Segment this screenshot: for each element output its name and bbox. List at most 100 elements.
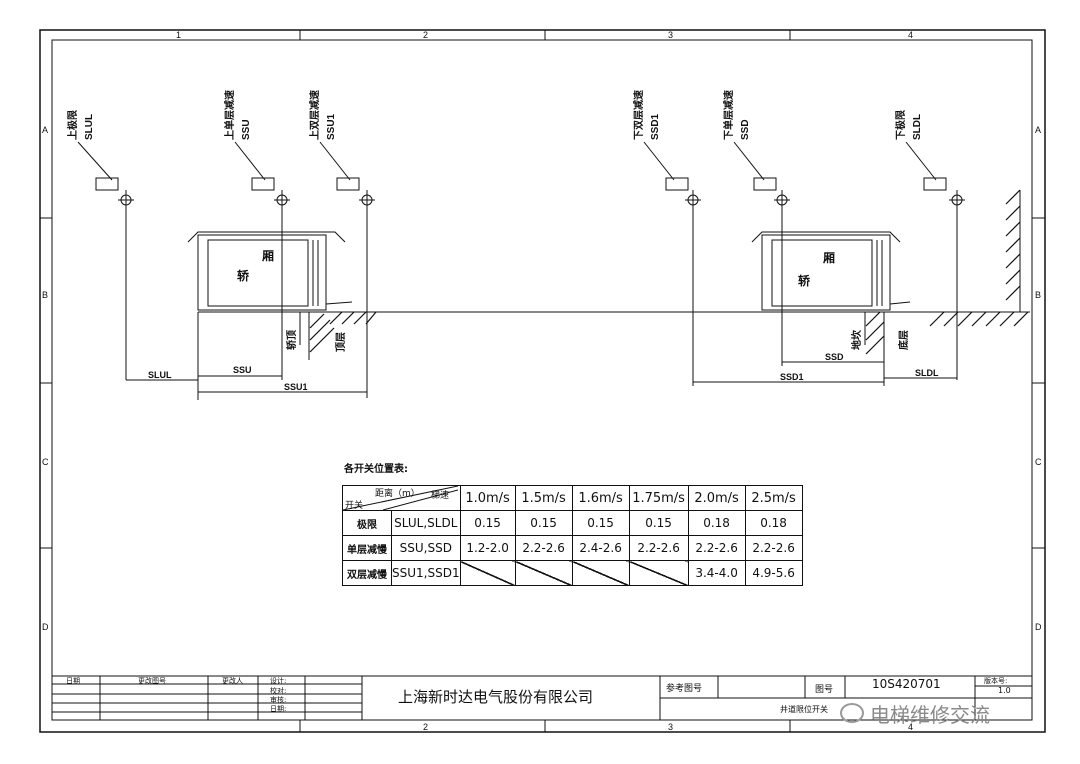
- wechat-icon: [840, 703, 864, 723]
- switch-sldl-cn: 下极限: [894, 109, 907, 140]
- table-cell: 0.15: [628, 510, 689, 536]
- left-car: [126, 205, 377, 400]
- speed-col-2: 1.5m/s: [514, 485, 573, 511]
- table-row: 单层减慢 SSU,SSD 1.2-2.0 2.2-2.6 2.4-2.6 2.2…: [342, 535, 803, 561]
- switch-ssu: 上单层减速 SSU: [223, 90, 290, 208]
- table-cell: 2.2-2.6: [687, 535, 746, 561]
- speed-col-4: 1.75m/s: [628, 485, 689, 511]
- right-car-floor-label: 底层: [897, 330, 910, 350]
- switch-ssu-code: SSU: [241, 119, 252, 140]
- table-row: 双层减慢 SSU1,SSD1 3.4-4.0 4.9-5.6: [342, 560, 803, 586]
- row-name: 单层减慢: [342, 535, 392, 561]
- switch-sldl-code: SLDL: [912, 114, 923, 140]
- row-marker-c-left: C: [42, 457, 49, 467]
- tb-company: 上海新时达电气股份有限公司: [398, 688, 594, 706]
- right-car-label-2: 厢: [823, 251, 835, 265]
- tb-check-label: 校对:: [270, 687, 287, 695]
- dim-ssu1-left: SSU1: [284, 382, 308, 392]
- col-marker-2-bottom: 2: [423, 722, 428, 732]
- switch-ssd1-cn: 下双层减速: [632, 90, 645, 140]
- table-cell: 4.9-5.6: [744, 560, 803, 586]
- table-cell-na: [628, 560, 689, 586]
- speed-col-1: 1.0m/s: [459, 485, 516, 511]
- switch-ssd: 下单层减速 SSD: [722, 90, 790, 208]
- row-marker-d-left: D: [42, 622, 49, 632]
- table-cell-na: [459, 560, 516, 586]
- col-marker-3: 3: [668, 30, 673, 40]
- tb-drawing-no-label: 图号: [815, 685, 834, 695]
- switch-ssd1: 下双层减速 SSD1: [632, 90, 701, 208]
- col-marker-3-bottom: 3: [668, 722, 673, 732]
- switch-slul: 上极限 SLUL: [66, 109, 134, 380]
- dim-slul-left: SLUL: [148, 370, 172, 380]
- watermark-text: 电梯维修交流: [870, 702, 990, 727]
- switch-ssu-cn: 上单层减速: [223, 90, 236, 140]
- tb-date-label: 日期: [66, 677, 80, 685]
- tb-date2-label: 日期:: [270, 705, 287, 713]
- table-corner-cell: 距离（m） 梯速 开关: [342, 485, 461, 511]
- dim-ssu-left: SSU: [233, 365, 252, 375]
- table-cell: 0.18: [687, 510, 746, 536]
- tb-version: 1.0: [998, 686, 1011, 695]
- row-marker-a-left: A: [42, 125, 48, 135]
- right-car-stop-label: 地坎: [850, 329, 863, 350]
- dim-ssd1-right: SSD1: [780, 372, 804, 382]
- table-cell: 0.18: [744, 510, 803, 536]
- left-car-stop-label: 轿顶: [285, 330, 298, 350]
- left-car-label-2: 厢: [262, 249, 274, 263]
- switch-ssu1-cn: 上双层减速: [308, 90, 321, 140]
- col-marker-4: 4: [908, 30, 913, 40]
- table-cell: 0.15: [514, 510, 573, 536]
- switch-sldl: 下极限 SLDL: [894, 109, 965, 380]
- left-car-floor-label: 顶层: [335, 332, 347, 352]
- col-marker-4-bottom: 4: [908, 722, 913, 732]
- col-marker-2: 2: [423, 30, 428, 40]
- table-cell: 2.4-2.6: [571, 535, 630, 561]
- table-header-speed: 梯速: [431, 491, 450, 501]
- table-cell: 0.15: [459, 510, 516, 536]
- switch-ssd1-code: SSD1: [650, 113, 661, 140]
- table-cell: 1.2-2.0: [459, 535, 516, 561]
- switch-ssd-cn: 下单层减速: [722, 90, 735, 140]
- tb-sheet-label: 井道限位开关: [780, 705, 828, 714]
- row-marker-b-right: B: [1035, 290, 1041, 300]
- table-header-switch: 开关: [345, 501, 364, 511]
- outer-frame: [39, 29, 1046, 733]
- tb-review-label: 审核:: [270, 696, 287, 704]
- table-cell: 2.2-2.6: [628, 535, 689, 561]
- tb-drawing-no: 10S420701: [872, 677, 941, 691]
- row-name: 双层减慢: [342, 560, 392, 586]
- speed-col-3: 1.6m/s: [571, 485, 630, 511]
- switch-slul-cn: 上极限: [66, 109, 79, 140]
- table-cell: 2.2-2.6: [514, 535, 573, 561]
- row-marker-c-right: C: [1035, 457, 1042, 467]
- row-codes: SLUL,SLDL: [391, 510, 461, 536]
- switch-ssu1-code: SSU1: [326, 113, 337, 140]
- speed-col-5: 2.0m/s: [687, 485, 746, 511]
- dim-ssd-right: SSD: [825, 352, 844, 362]
- inner-frame: [51, 39, 1033, 721]
- table-caption: 各开关位置表:: [344, 464, 408, 475]
- tb-ref-drawing-label: 参考图号: [666, 684, 703, 694]
- switch-ssu1: 上双层减速 SSU1: [308, 90, 375, 208]
- table-row: 极限 SLUL,SLDL 0.15 0.15 0.15 0.15 0.18 0.…: [342, 510, 803, 536]
- table-header-distance: 距离（m）: [375, 489, 420, 499]
- tb-change-no-label: 更改图号: [138, 677, 166, 685]
- tb-version-label: 版本号:: [984, 677, 1008, 685]
- row-marker-d-right: D: [1035, 622, 1042, 632]
- row-marker-b-left: B: [42, 290, 48, 300]
- left-car-label-1: 轿: [237, 268, 250, 283]
- table-header-row: 距离（m） 梯速 开关 1.0m/s 1.5m/s 1.6m/s 1.75m/s…: [342, 485, 803, 511]
- title-block: [52, 675, 1032, 720]
- table-cell-na: [571, 560, 630, 586]
- col-marker-1: 1: [176, 30, 181, 40]
- speed-col-6: 2.5m/s: [744, 485, 803, 511]
- switch-slul-code: SLUL: [84, 114, 95, 140]
- switch-position-table: 距离（m） 梯速 开关 1.0m/s 1.5m/s 1.6m/s 1.75m/s…: [342, 485, 803, 586]
- switch-ssd-code: SSD: [740, 119, 751, 140]
- table-cell-na: [514, 560, 573, 586]
- table-cell: 3.4-4.0: [687, 560, 746, 586]
- tb-design-label: 设计:: [270, 677, 287, 685]
- row-marker-a-right: A: [1035, 125, 1041, 135]
